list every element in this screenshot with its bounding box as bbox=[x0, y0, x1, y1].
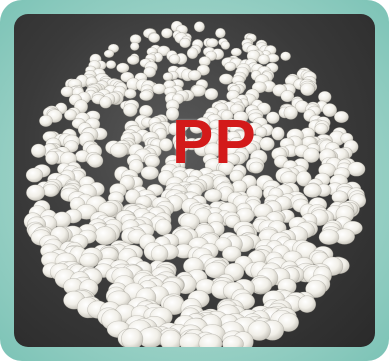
pellet bbox=[151, 83, 167, 95]
pellet bbox=[303, 183, 322, 198]
pellet bbox=[45, 150, 59, 166]
pellet bbox=[129, 41, 140, 51]
pellet bbox=[271, 126, 285, 141]
pellet bbox=[247, 320, 271, 341]
pellet bbox=[167, 122, 181, 136]
pellet bbox=[87, 153, 104, 169]
pellet bbox=[230, 47, 243, 57]
pellet bbox=[139, 90, 154, 101]
pellet bbox=[297, 295, 317, 314]
pellet bbox=[305, 279, 327, 299]
pellet bbox=[121, 327, 144, 347]
pellet bbox=[109, 142, 129, 158]
pellet bbox=[322, 103, 338, 118]
pellet bbox=[206, 37, 219, 48]
pellet bbox=[280, 90, 295, 103]
pellet bbox=[198, 333, 223, 347]
pellet bbox=[189, 122, 204, 134]
pellet bbox=[154, 218, 172, 236]
pellet bbox=[187, 69, 202, 81]
pellet bbox=[190, 84, 207, 97]
pellet bbox=[126, 55, 140, 65]
pellet bbox=[122, 103, 138, 117]
pellet bbox=[204, 87, 219, 101]
pellet bbox=[280, 51, 291, 62]
pellet bbox=[143, 66, 157, 78]
pellet bbox=[103, 49, 115, 58]
pellet bbox=[265, 111, 280, 124]
overlay-label: PP bbox=[172, 108, 257, 177]
pellet bbox=[314, 123, 329, 135]
pellet bbox=[168, 54, 181, 65]
pellet bbox=[99, 96, 112, 109]
pellet bbox=[38, 114, 53, 127]
pellet bbox=[300, 82, 315, 97]
pellet bbox=[140, 165, 160, 180]
pellet bbox=[173, 137, 191, 153]
pellet bbox=[347, 161, 366, 177]
pellet bbox=[221, 245, 242, 262]
pellet bbox=[116, 62, 130, 74]
pellet bbox=[124, 88, 137, 99]
pellet bbox=[204, 188, 223, 203]
pellet bbox=[159, 138, 173, 152]
pellet bbox=[186, 47, 199, 60]
pellet bbox=[248, 161, 264, 174]
pellet bbox=[296, 170, 312, 187]
pellet bbox=[42, 183, 59, 198]
pellet bbox=[165, 106, 180, 121]
pellet bbox=[26, 184, 46, 201]
pellet bbox=[179, 37, 191, 49]
pellet bbox=[144, 155, 161, 169]
pellet bbox=[30, 143, 47, 159]
pellet-pile bbox=[23, 20, 367, 347]
pellet bbox=[222, 335, 244, 347]
pellet bbox=[25, 167, 44, 183]
pellet bbox=[218, 73, 234, 85]
pellet bbox=[214, 27, 226, 39]
pellet bbox=[150, 245, 169, 263]
pellet bbox=[318, 229, 340, 245]
pellet bbox=[105, 60, 117, 70]
pellet bbox=[162, 72, 174, 82]
pellet-photo bbox=[14, 14, 375, 347]
pellet bbox=[193, 21, 205, 33]
pellet bbox=[259, 136, 275, 151]
pellet bbox=[148, 32, 161, 43]
pellet bbox=[283, 105, 298, 120]
pellet bbox=[94, 226, 117, 246]
pellet bbox=[160, 27, 173, 39]
pellet bbox=[333, 110, 349, 124]
pellet bbox=[220, 40, 231, 50]
pellet bbox=[224, 61, 237, 72]
pellet bbox=[257, 54, 270, 65]
